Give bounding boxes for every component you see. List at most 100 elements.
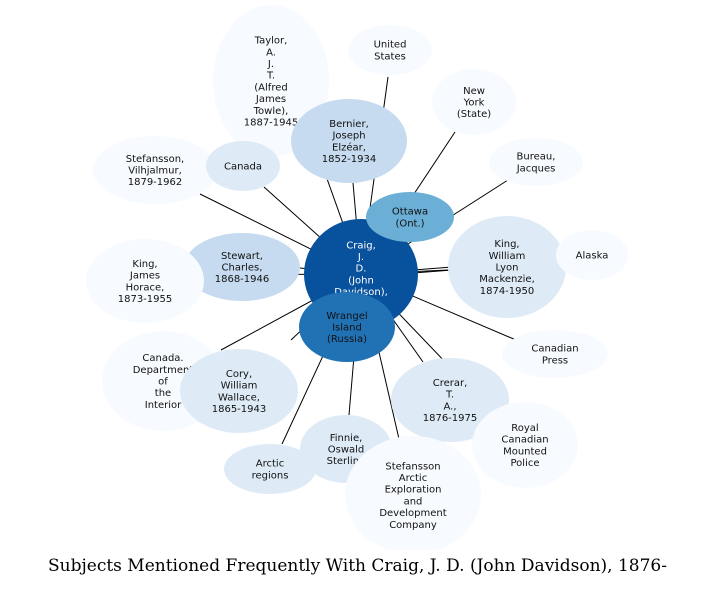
- node-arctic-line: regions: [252, 470, 289, 481]
- node-king-wlm-shape: [448, 216, 566, 318]
- diagram-caption: Subjects Mentioned Frequently With Craig…: [48, 556, 667, 576]
- node-stewart-shape: [184, 233, 300, 301]
- node-canadian-press-line: Canadian: [531, 344, 578, 355]
- node-ottawa[interactable]: Ottawa(Ont.): [366, 192, 454, 242]
- node-cory-line: 1865-1943: [212, 404, 267, 415]
- node-bernier-line: 1852-1934: [322, 154, 377, 165]
- node-crerar-line: T.: [445, 390, 454, 401]
- node-taylor-line: T.: [266, 71, 275, 82]
- node-crerar[interactable]: Crerar,T.A.,1876-1975: [391, 358, 509, 442]
- node-stefansson-v[interactable]: Stefansson,Vilhjalmur,1879-1962: [93, 136, 217, 204]
- node-stewart-line: Stewart,: [221, 251, 263, 262]
- node-alaska-label: Alaska: [576, 251, 609, 262]
- node-stewart-line: 1868-1946: [215, 274, 270, 285]
- node-new-york-shape: [432, 69, 516, 135]
- node-cory-line: Wallace,: [218, 392, 260, 403]
- node-alaska-line: Alaska: [576, 251, 609, 262]
- node-crerar-shape: [391, 358, 509, 442]
- node-craig-line: D.: [356, 264, 367, 275]
- node-taylor-line: James: [255, 94, 286, 105]
- node-cory-line: William: [221, 381, 258, 392]
- node-king-jh-line: Horace,: [126, 282, 165, 293]
- node-taylor-line: 1887-1945: [244, 117, 299, 128]
- node-wrangel-shape: [299, 292, 395, 362]
- node-cory-line: Cory,: [226, 369, 252, 380]
- node-stefansson-arctic-line: Arctic: [399, 473, 427, 484]
- node-alaska[interactable]: Alaska: [556, 230, 628, 280]
- node-stefansson-arctic-line: Exploration: [385, 485, 442, 496]
- node-ottawa-label: Ottawa(Ont.): [392, 207, 428, 230]
- node-taylor-line: Taylor,: [254, 36, 288, 47]
- node-stefansson-arctic-line: Development: [379, 508, 446, 519]
- node-stefansson-arctic-line: Stefansson: [385, 461, 440, 472]
- node-rcmp-line: Police: [511, 458, 540, 469]
- node-arctic-shape: [224, 444, 316, 494]
- node-craig-line: Craig,: [346, 240, 376, 251]
- node-bureau[interactable]: Bureau,Jacques: [489, 138, 583, 186]
- node-taylor-line: Towle),: [253, 106, 289, 117]
- node-cory-shape: [180, 349, 298, 433]
- node-stefansson-v-shape: [93, 136, 217, 204]
- node-new-york-line: (State): [457, 109, 491, 120]
- node-taylor-line: J.: [267, 59, 274, 70]
- node-bernier-line: Joseph: [331, 131, 365, 142]
- node-canada[interactable]: Canada: [206, 141, 280, 191]
- node-finnie-line: Oswald: [328, 445, 365, 456]
- node-rcmp-line: Canadian: [501, 435, 548, 446]
- node-alaska-shape: [556, 230, 628, 280]
- node-united-states-shape: [348, 25, 432, 75]
- node-stefansson-arctic-line: Company: [389, 520, 437, 531]
- node-canada-dept-line: of: [158, 377, 168, 388]
- node-craig-line: J.: [357, 252, 364, 263]
- node-arctic-line: Arctic: [256, 459, 284, 470]
- node-stewart[interactable]: Stewart,Charles,1868-1946: [184, 233, 300, 301]
- node-crerar-line: A.,: [443, 401, 456, 412]
- node-rcmp-shape: [472, 402, 578, 488]
- node-rcmp-line: Mounted: [503, 446, 547, 457]
- node-finnie-line: Finnie,: [330, 433, 363, 444]
- node-stewart-line: Charles,: [222, 263, 263, 274]
- node-craig-line: Davidson),: [334, 287, 388, 298]
- node-king-wlm-line: William: [489, 251, 526, 262]
- node-canadian-press-shape: [502, 330, 608, 378]
- node-canada-label: Canada: [224, 162, 262, 173]
- node-ottawa-shape: [366, 192, 454, 242]
- node-canada-dept-line: Canada.: [142, 353, 183, 364]
- node-canada-dept-line: Interior: [145, 400, 182, 411]
- node-king-wlm-line: Lyon: [495, 263, 518, 274]
- node-king-wlm-line: King,: [494, 239, 519, 250]
- node-finnie-line: Sterling: [327, 456, 366, 467]
- node-stefansson-v-label: Stefansson,Vilhjalmur,1879-1962: [126, 154, 184, 188]
- node-stefansson-v-line: Stefansson,: [126, 154, 184, 165]
- node-canada-dept-line: Department: [133, 365, 194, 376]
- node-taylor-line: A.: [266, 47, 276, 58]
- node-canada-shape: [206, 141, 280, 191]
- node-wrangel-line: (Russia): [327, 334, 367, 345]
- node-canada-dept-line: the: [155, 388, 171, 399]
- node-crerar-label: Crerar,T.A.,1876-1975: [423, 378, 478, 424]
- node-crerar-line: 1876-1975: [423, 413, 478, 424]
- node-king-wlm-line: Mackenzie,: [479, 274, 535, 285]
- node-united-states-line: United: [374, 40, 407, 51]
